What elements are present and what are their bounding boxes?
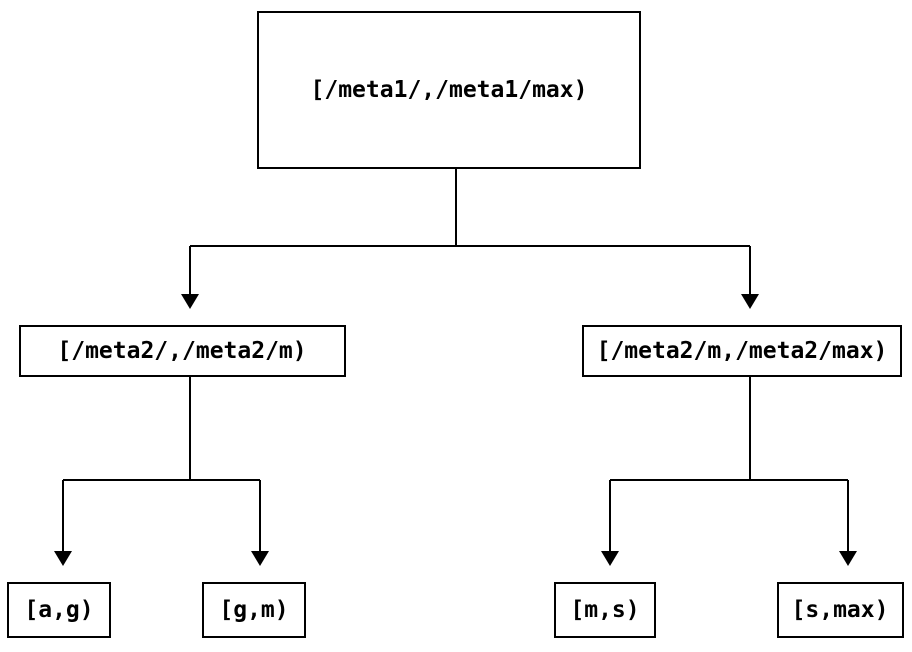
arrowhead-down-icon — [839, 551, 857, 566]
node-leaf-a-g: [a,g) — [7, 582, 111, 638]
node-leaf-g-m-label: [g,m) — [219, 597, 288, 623]
node-meta2-high-box — [582, 325, 902, 377]
node-leaf-g-m-box — [202, 582, 306, 638]
arrowhead-down-icon — [741, 294, 759, 309]
node-leaf-g-m: [g,m) — [202, 582, 306, 638]
arrowhead-down-icon — [181, 294, 199, 309]
edges — [54, 168, 857, 566]
node-root-label: [/meta1/,/meta1/max) — [311, 77, 588, 103]
node-meta2-high: [/meta2/m,/meta2/max) — [582, 325, 902, 377]
node-leaf-a-g-box — [7, 582, 111, 638]
node-root-box — [257, 11, 641, 169]
arrowhead-down-icon — [54, 551, 72, 566]
node-leaf-s-max: [s,max) — [777, 582, 904, 638]
arrowhead-down-icon — [601, 551, 619, 566]
node-meta2-low: [/meta2/,/meta2/m) — [19, 325, 346, 377]
node-leaf-m-s-box — [554, 582, 656, 638]
node-leaf-m-s: [m,s) — [554, 582, 656, 638]
arrowhead-down-icon — [251, 551, 269, 566]
node-meta2-low-label: [/meta2/,/meta2/m) — [57, 338, 306, 364]
node-leaf-s-max-label: [s,max) — [792, 597, 889, 623]
node-meta2-high-label: [/meta2/m,/meta2/max) — [597, 338, 888, 364]
node-root: [/meta1/,/meta1/max) — [257, 11, 641, 169]
node-leaf-m-s-label: [m,s) — [570, 597, 639, 623]
node-leaf-s-max-box — [777, 582, 904, 638]
node-meta2-low-box — [19, 325, 346, 377]
node-leaf-a-g-label: [a,g) — [24, 597, 93, 623]
